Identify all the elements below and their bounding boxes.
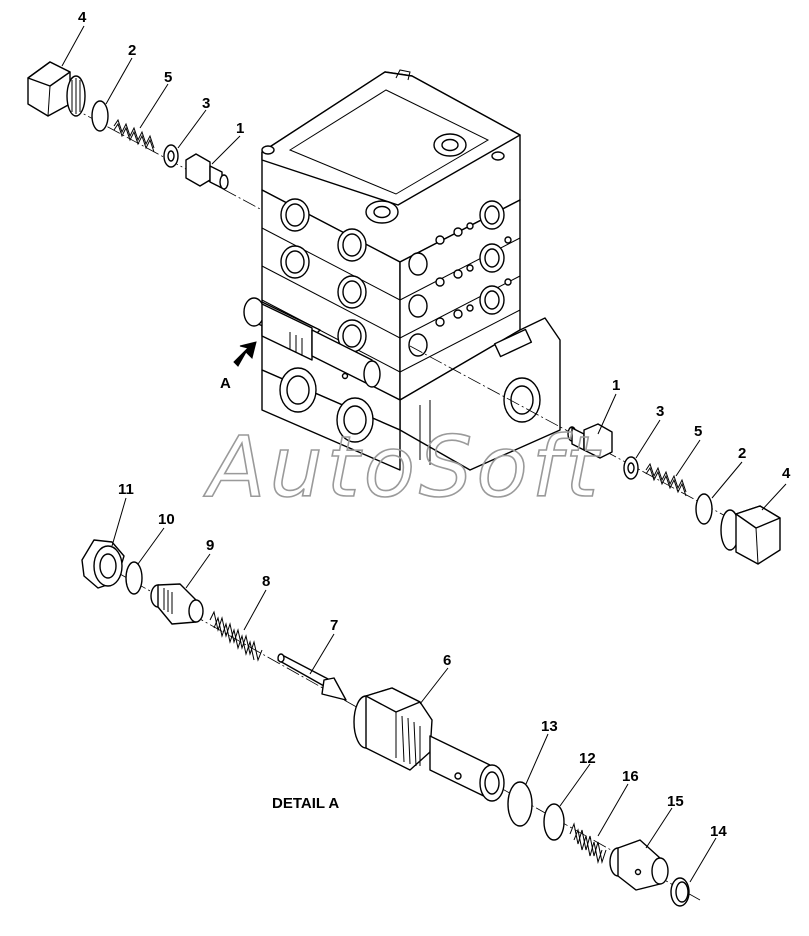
detail-a-caption: DETAIL A <box>272 795 339 812</box>
part-ring-13 <box>507 781 533 827</box>
part-snap-ring-14 <box>670 877 690 907</box>
part-washer-right <box>623 456 639 480</box>
callout-label: 13 <box>541 718 558 735</box>
callout-label: 1 <box>612 377 620 394</box>
callout-label: 5 <box>164 69 172 86</box>
part-poppet-right <box>567 423 613 459</box>
callout-label: 16 <box>622 768 639 785</box>
callout-label: 8 <box>262 573 270 590</box>
part-plunger-15 <box>609 839 669 891</box>
callout-label: 3 <box>656 403 664 420</box>
callout-label: 9 <box>206 537 214 554</box>
part-nut-11 <box>81 539 125 589</box>
view-marker-label: A <box>220 375 231 392</box>
part-spring-8 <box>209 610 263 662</box>
callout-label: 1 <box>236 120 244 137</box>
part-plug-top-left <box>27 61 86 117</box>
part-oring-right <box>695 493 713 525</box>
part-spring-top-left <box>113 118 155 153</box>
callout-label: 11 <box>118 481 134 498</box>
part-washer-top-left <box>163 144 179 168</box>
callout-label: 2 <box>738 445 746 462</box>
callout-label: 4 <box>782 465 791 482</box>
callout-label: 6 <box>443 652 451 669</box>
part-body-6 <box>353 687 505 802</box>
callout-label: 14 <box>710 823 727 840</box>
callout-label: 2 <box>128 42 136 59</box>
callout-label: 15 <box>667 793 684 810</box>
watermark-text: AutoSoft <box>203 418 602 516</box>
part-ring-12 <box>543 803 565 841</box>
part-spring-right <box>645 462 687 497</box>
callout-label: 10 <box>158 511 175 528</box>
part-adjuster-9 <box>150 583 204 625</box>
part-oring-10 <box>125 561 143 595</box>
callout-label: 4 <box>78 9 87 26</box>
part-plug-right <box>720 505 781 565</box>
part-oring-top-left <box>91 100 109 132</box>
callout-label: 5 <box>694 423 702 440</box>
view-arrow-a: A <box>220 341 257 392</box>
callouts-top-left: 4 2 5 3 1 <box>61 9 244 165</box>
callouts-right: 1 3 5 2 4 <box>597 377 791 511</box>
callout-label: 7 <box>330 617 338 634</box>
callout-label: 12 <box>579 750 596 767</box>
callouts-detail-a: 11 10 9 8 7 6 13 12 16 15 14 <box>111 481 727 883</box>
part-spring-16 <box>569 822 607 864</box>
part-poppet-top-left <box>185 153 229 190</box>
control-valve-block <box>261 69 561 471</box>
callout-label: 3 <box>202 95 210 112</box>
part-pin-7 <box>277 653 347 701</box>
installed-relief-valve <box>243 297 381 388</box>
